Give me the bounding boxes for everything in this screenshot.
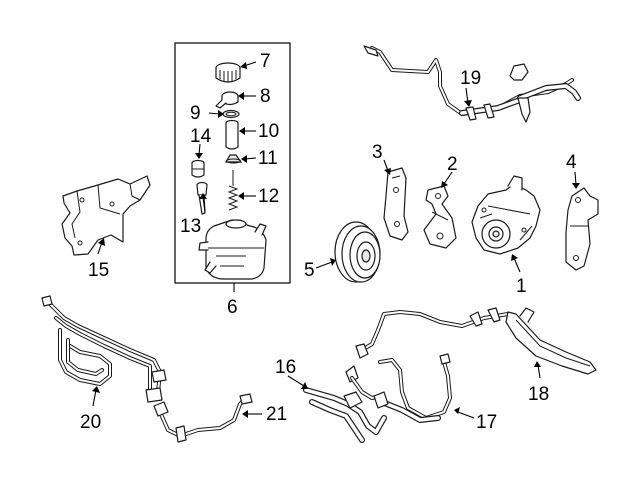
- cap-fitting: [215, 91, 239, 109]
- leader-lines: [92, 61, 580, 419]
- callout-13: 13: [180, 216, 201, 237]
- callout-11: 11: [258, 148, 278, 169]
- return-hose: [303, 365, 387, 443]
- callout-7: 7: [260, 51, 271, 72]
- callout-3: 3: [372, 142, 383, 163]
- pressure-line: [355, 307, 597, 375]
- callout-5: 5: [304, 260, 315, 281]
- grommet: [191, 159, 205, 178]
- callout-1: 1: [516, 276, 527, 297]
- pump-pulley: [334, 221, 381, 283]
- callout-4: 4: [566, 152, 577, 173]
- pressure-hose: [373, 353, 452, 423]
- spring: [227, 170, 239, 211]
- mounting-bracket-a: [383, 167, 409, 241]
- callout-12: 12: [258, 186, 279, 207]
- callout-8: 8: [260, 86, 271, 107]
- callout-14: 14: [190, 126, 212, 147]
- o-ring: [222, 109, 240, 119]
- callout-9: 9: [190, 103, 201, 124]
- callout-16: 16: [275, 357, 296, 378]
- cooler-return-line: [153, 393, 253, 443]
- mounting-bracket-b: [423, 185, 457, 249]
- callout-20: 20: [80, 412, 101, 433]
- filter-element: [225, 119, 239, 150]
- filter-seal: [224, 154, 243, 164]
- o-ring-inner: [225, 111, 237, 117]
- pump-bracket: [565, 187, 599, 271]
- reservoir-cap: [215, 62, 241, 83]
- callout-10: 10: [258, 121, 279, 142]
- callout-17: 17: [476, 412, 497, 433]
- callout-18: 18: [528, 384, 549, 405]
- callout-19: 19: [460, 68, 481, 89]
- reservoir-body: [198, 219, 267, 280]
- heat-shield: [61, 175, 151, 256]
- oil-cooler: [41, 295, 167, 403]
- reservoir-group-box: [174, 42, 291, 284]
- power-steering-pump: [471, 175, 541, 255]
- callout-15: 15: [88, 260, 109, 281]
- callout-2: 2: [447, 154, 458, 175]
- callout-21: 21: [266, 404, 287, 425]
- cooler-line: [363, 45, 581, 123]
- callout-6: 6: [227, 297, 238, 318]
